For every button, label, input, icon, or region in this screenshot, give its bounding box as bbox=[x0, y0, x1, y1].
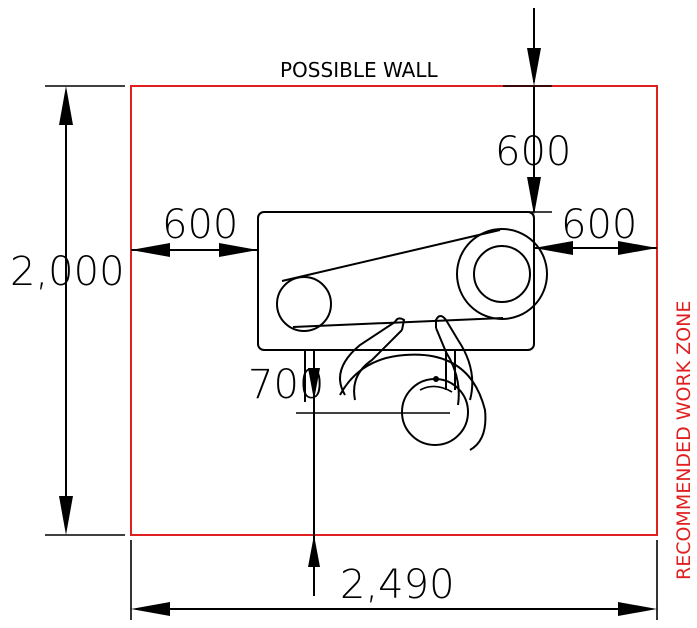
left-clearance-value: 600 bbox=[162, 202, 238, 248]
front-clearance-dimension: 700 bbox=[248, 350, 324, 596]
right-wheel bbox=[456, 228, 548, 320]
machine-belt bbox=[281, 229, 504, 328]
left-wheel bbox=[276, 276, 332, 332]
right-clearance-value: 600 bbox=[561, 202, 637, 248]
work-rest bbox=[304, 350, 456, 402]
possible-wall-label: POSSIBLE WALL bbox=[280, 58, 438, 82]
operator-head bbox=[401, 378, 469, 446]
work-zone-label: RECOMMENDED WORK ZONE bbox=[673, 301, 695, 580]
front-clearance-value: 700 bbox=[248, 362, 324, 408]
top-clearance-value: 600 bbox=[495, 129, 571, 175]
zone-width-value: 2,490 bbox=[340, 562, 455, 608]
zone-width-dimension: 2,490 bbox=[130, 540, 658, 620]
left-clearance-dimension: 600 bbox=[131, 202, 258, 257]
right-clearance-dimension: 600 bbox=[534, 202, 657, 255]
zone-depth-dimension: 2,000 bbox=[10, 85, 125, 536]
right-wheel-hub bbox=[473, 245, 531, 303]
operator-figure bbox=[339, 315, 487, 451]
top-clearance-dimension: 600 bbox=[495, 8, 571, 215]
work-zone-outline bbox=[130, 85, 658, 536]
machine-body bbox=[257, 211, 535, 351]
zone-depth-value: 2,000 bbox=[10, 249, 125, 295]
